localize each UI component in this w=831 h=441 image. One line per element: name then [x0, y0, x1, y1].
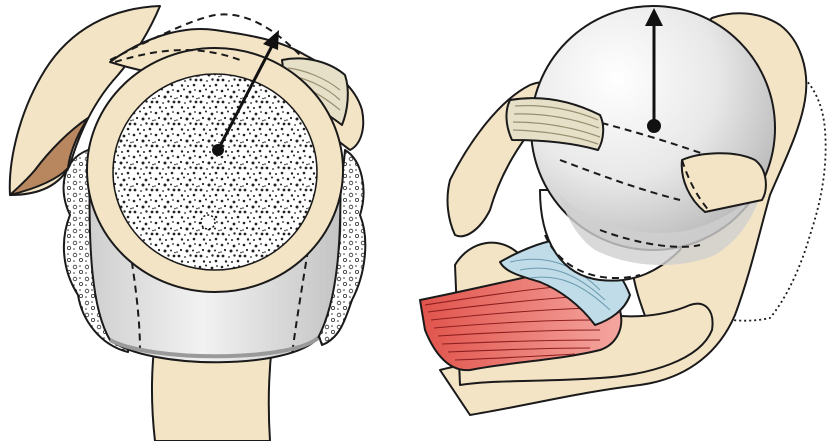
cancellous-bone	[113, 74, 317, 270]
left-panel	[10, 6, 366, 441]
medullary-canal	[201, 215, 215, 229]
right-panel	[420, 6, 826, 415]
